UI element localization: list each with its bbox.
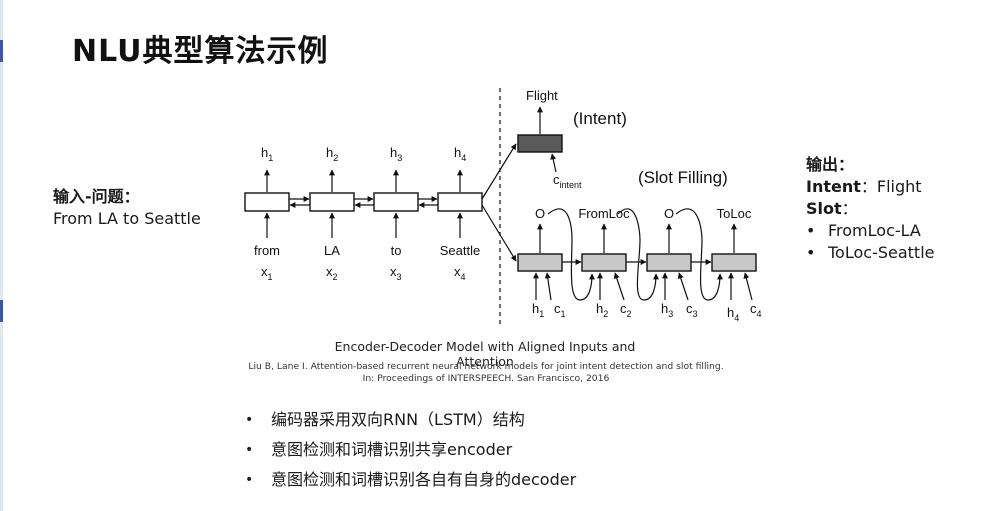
slot-cell xyxy=(517,253,563,272)
input-word: from xyxy=(254,243,280,258)
slot-output: ToLoc xyxy=(717,206,752,221)
slot-label: Slot xyxy=(806,199,842,218)
intent-value: ：Flight xyxy=(860,177,922,196)
slot-cell xyxy=(646,253,692,272)
diagram-citation: Liu B, Lane I. Attention-based recurrent… xyxy=(226,361,746,385)
slot-feedback-loops xyxy=(547,208,723,301)
input-word: to xyxy=(391,243,402,258)
slot-input-labels: h1 c1 h2 c2 h3 c3 h4 c4 xyxy=(532,301,762,323)
slot-cell xyxy=(711,253,757,272)
slot-cell xyxy=(581,253,627,272)
slot-c-label: c1 xyxy=(554,301,566,319)
slot-colon: ： xyxy=(841,199,858,218)
encoder-cell xyxy=(437,192,483,212)
input-word: LA xyxy=(324,243,340,258)
hidden-label: h2 xyxy=(326,145,338,163)
slot-filling-label: (Slot Filling) xyxy=(638,168,728,187)
hidden-label: h3 xyxy=(390,145,402,163)
citation-line: In: Proceedings of INTERSPEECH. San Fran… xyxy=(362,373,610,384)
encoder-to-slot-line xyxy=(481,204,517,262)
encoder-cell xyxy=(244,192,290,212)
edge-mark xyxy=(0,300,3,322)
input-word: Seattle xyxy=(440,243,480,258)
slide-title: NLU典型算法示例 xyxy=(72,34,329,69)
input-x: x3 xyxy=(390,264,402,282)
slot-c-label: c3 xyxy=(686,301,698,319)
input-block: 输入-问题： From LA to Seattle xyxy=(53,186,201,230)
slot-c-label: c2 xyxy=(620,301,632,319)
intent-cell xyxy=(517,134,563,153)
diagram-caption: Encoder-Decoder Model with Aligned Input… xyxy=(334,339,636,369)
input-text: From LA to Seattle xyxy=(53,209,201,228)
slot-h-label: h3 xyxy=(661,301,673,319)
slot-cells xyxy=(517,253,757,272)
encoder-arrows xyxy=(264,169,463,238)
slot-h-label: h4 xyxy=(727,305,739,323)
slot-output-labels: O FromLoc O ToLoc xyxy=(535,206,752,221)
slot-item: ToLoc-Seattle xyxy=(806,242,934,264)
bullet-item: 意图检测和词槽识别各自有自身的decoder xyxy=(245,467,576,497)
input-x: x2 xyxy=(326,264,338,282)
intent-label: (Intent) xyxy=(573,109,627,128)
input-x: x4 xyxy=(454,264,466,282)
slot-h-label: h1 xyxy=(532,301,544,319)
slot-output: O xyxy=(535,206,545,221)
slot-output: O xyxy=(664,206,674,221)
encoder-cell xyxy=(373,192,419,212)
output-intent: Intent：Flight xyxy=(806,176,934,198)
edge-mark xyxy=(0,40,3,62)
bullet-item: 意图检测和词槽识别共享encoder xyxy=(245,437,576,467)
intent-label: Intent xyxy=(806,177,861,196)
encoder-cell xyxy=(309,192,355,212)
hidden-label: h4 xyxy=(454,145,466,163)
left-edge-bar xyxy=(0,0,3,511)
slot-links xyxy=(537,223,737,265)
slot-output: FromLoc xyxy=(578,206,630,221)
slot-h-label: h2 xyxy=(596,301,608,319)
encoder-to-intent-line xyxy=(481,143,517,200)
slot-item: FromLoc-LA xyxy=(806,220,934,242)
slot-c-label: c4 xyxy=(750,301,762,319)
slot-list: FromLoc-LA ToLoc-Seattle xyxy=(806,220,934,264)
citation-line: Liu B, Lane I. Attention-based recurrent… xyxy=(248,361,724,372)
intent-context-arrow xyxy=(550,153,557,173)
output-slot: Slot： xyxy=(806,198,934,220)
intent-output-label: Flight xyxy=(526,88,558,103)
output-block: 输出： Intent：Flight Slot： FromLoc-LA ToLoc… xyxy=(806,154,934,264)
output-heading: 输出： xyxy=(806,155,855,174)
encoder-cells xyxy=(244,192,483,212)
slot-input-arrows xyxy=(533,272,753,301)
intent-context-label: cintent xyxy=(553,172,582,190)
bullet-item: 编码器采用双向RNN（LSTM）结构 xyxy=(245,407,576,437)
input-heading: 输入-问题： xyxy=(53,187,140,206)
encoder-labels: h1 h2 h3 h4 from LA to Seattle x1 x2 x3 … xyxy=(254,145,480,282)
bullet-list: 编码器采用双向RNN（LSTM）结构 意图检测和词槽识别共享encoder 意图… xyxy=(245,407,576,497)
encoder-links xyxy=(289,196,438,208)
input-x: x1 xyxy=(261,264,273,282)
hidden-label: h1 xyxy=(261,145,273,163)
